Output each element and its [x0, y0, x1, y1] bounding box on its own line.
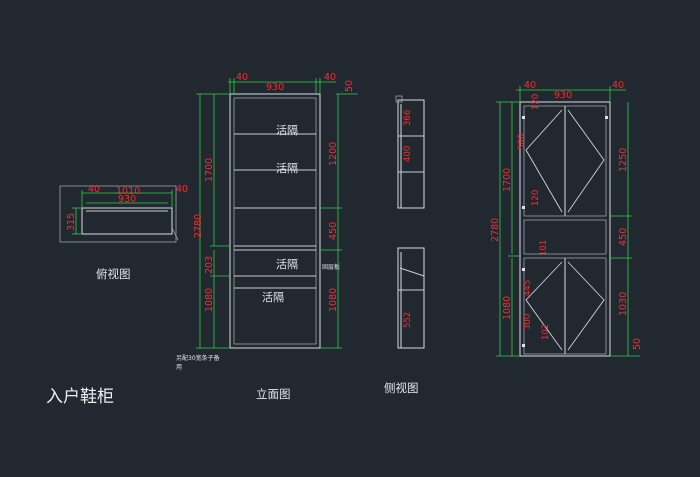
front-view-note-line-1: 另配30宽条子备: [176, 354, 220, 362]
top-view-dim-40-right: 40: [176, 184, 188, 195]
door-elevation-hinge-5: [605, 116, 608, 119]
top-view-dim-40-left: 40: [88, 184, 100, 195]
front-view-dim-1080: 1080: [204, 288, 215, 312]
door-elevation-dim-445: 445: [523, 280, 533, 296]
top-view-outer-outline: [59, 185, 177, 243]
side-view-dim-400: 400: [403, 146, 413, 162]
front-view-shelf-label-1: 活隔: [276, 124, 298, 137]
front-view-shelf-label-3: 活隔: [276, 258, 298, 271]
door-elevation-dim-450: 450: [618, 228, 629, 246]
front-view-dim-1700: 1700: [204, 158, 215, 182]
door-elevation-dim-1030: 1030: [618, 292, 629, 316]
top-view-door-swing: [171, 227, 179, 241]
front-view-dim-1200: 1200: [328, 142, 339, 166]
side-view-dim-366: 366: [403, 110, 413, 126]
front-view-note-line-2: 用: [176, 364, 182, 371]
door-elevation-hinge-2: [522, 206, 525, 209]
door-elevation-glass-upper-left: [525, 109, 563, 213]
front-view-dim-40-right: 40: [324, 72, 336, 83]
top-view-dim-315: 315: [66, 213, 77, 231]
side-view-upper-outline: [397, 99, 425, 209]
side-view: 366 400 552 侧视图: [384, 95, 425, 395]
door-elevation-dim-120-top: 120: [531, 94, 541, 110]
side-view-dim-552: 552: [403, 312, 413, 328]
door-elevation-dim-1250: 1250: [618, 148, 629, 172]
door-elevation-dim-300-top: 300: [517, 134, 527, 150]
front-view-dim-40-left: 40: [236, 72, 248, 83]
front-view-fixed-shelf-label: 固层板: [322, 263, 340, 271]
door-elevation-hinge-3: [522, 268, 525, 271]
front-view-dim-50: 50: [344, 80, 355, 92]
front-view-dim-1080-right: 1080: [328, 288, 339, 312]
front-view-cabinet-outline: [229, 93, 321, 349]
door-elevation-outline: [519, 101, 611, 357]
door-elevation-glass-upper-right: [567, 109, 605, 213]
door-elevation-dim-40-right: 40: [612, 80, 624, 91]
door-elevation-dim-50: 50: [632, 338, 643, 350]
top-view-caption: 俯视图: [96, 267, 131, 281]
front-view-shelf-label-2: 活隔: [276, 162, 298, 175]
door-elevation-glass-lower-right: [567, 261, 605, 351]
door-elevation-dim-40-left: 40: [524, 80, 536, 91]
side-view-caption: 侧视图: [384, 381, 419, 395]
door-elevation: 40 930 40 2780 1700 1080 120 300 120 101…: [490, 80, 643, 357]
top-view-dim-1010: 1010: [116, 186, 140, 197]
door-elevation-dim-930: 930: [554, 90, 572, 101]
front-view-caption: 立面图: [256, 387, 291, 401]
door-elevation-dim-101: 101: [539, 240, 549, 256]
door-elevation-dim-120: 120: [531, 190, 541, 206]
drawing-title: 入户鞋柜: [46, 387, 114, 407]
door-elevation-glass-lower-left: [525, 261, 563, 351]
top-view-dim-930: 930: [118, 194, 136, 205]
door-elevation-dim-1080: 1080: [502, 296, 513, 320]
side-view-tilt-shelf: [399, 267, 425, 277]
door-elevation-hinge-1: [522, 116, 525, 119]
door-elevation-dim-2780: 2780: [490, 218, 501, 242]
door-elevation-dim-1700: 1700: [502, 168, 513, 192]
door-elevation-open-niche: [523, 219, 607, 255]
front-view-dim-450: 450: [328, 222, 339, 240]
front-view-dim-203: 203: [204, 256, 215, 274]
door-elevation-dim-102: 102: [541, 324, 551, 340]
side-view-top-cap: [395, 95, 403, 103]
door-elevation-dim-300: 300: [523, 314, 533, 330]
door-elevation-hinge-4: [522, 344, 525, 347]
front-view-dim-2780: 2780: [193, 214, 204, 238]
front-view-shelf-label-4: 活隔: [262, 291, 284, 304]
front-view-inner-outline: [233, 97, 317, 345]
top-view-cabinet-body: [81, 207, 173, 235]
front-view: 活隔 活隔 活隔 活隔 固层板 另配30宽条子备 用 40 930 40 50 …: [176, 72, 358, 401]
top-view: 40 1010 40 930 315 俯视图: [59, 184, 188, 281]
front-view-dim-930: 930: [266, 82, 284, 93]
side-view-lower-outline: [397, 247, 425, 349]
